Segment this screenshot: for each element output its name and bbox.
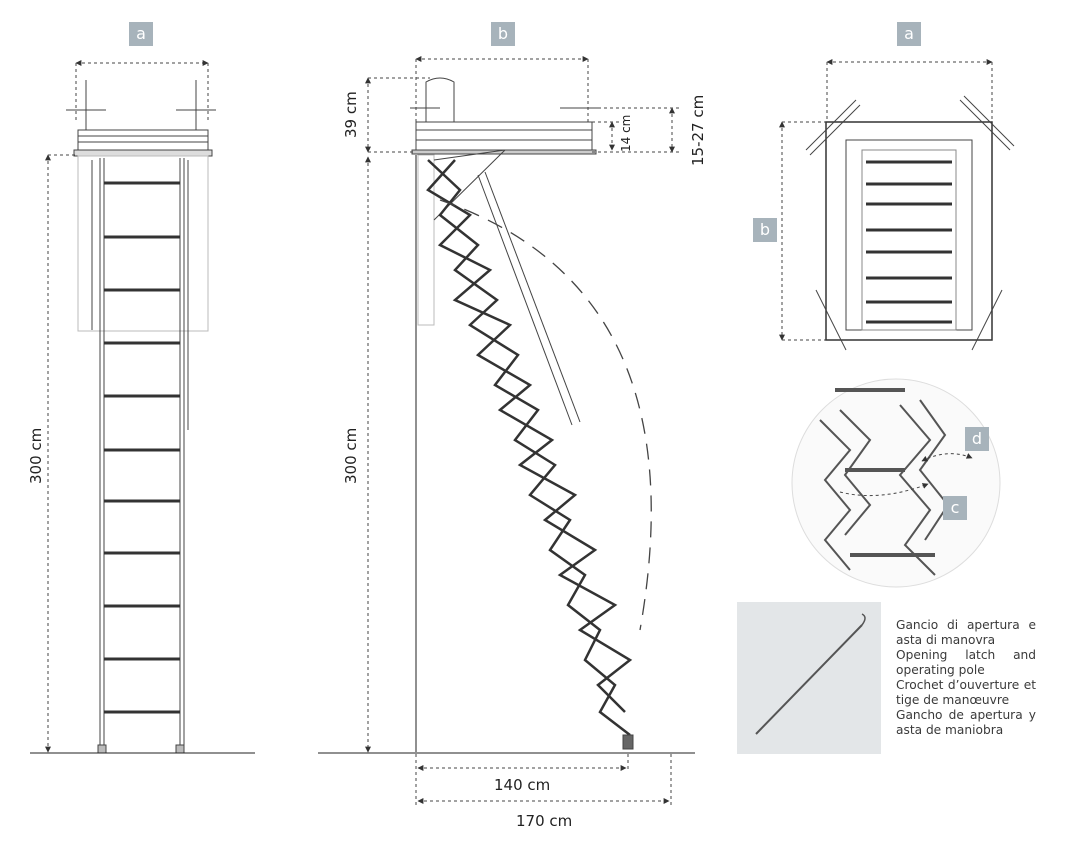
caption-es: Gancho de apertura y asta de maniobra [896,708,1036,737]
top-view [779,59,1015,351]
front-height-label: 300 cm [27,427,45,484]
pole-caption: Gancio di apertura e asta di manovra Ope… [896,618,1036,738]
floor-170-label: 170 cm [516,812,573,830]
caption-en: Opening latch and operating pole [896,648,1036,677]
side-height-label: 300 cm [342,427,360,484]
caption-it: Gancio di apertura e asta di manovra [896,618,1036,647]
frame-thickness-label: 14 cm [619,114,633,152]
top-width-tag: a [897,22,921,46]
ceiling-thickness-label: 15-27 cm [689,94,707,166]
side-view [318,56,695,806]
front-width-tag: a [129,22,153,46]
side-width-tag: b [491,22,515,46]
top-depth-tag: b [753,218,777,242]
detail-d-tag: d [965,427,989,451]
detail-c-tag: c [943,496,967,520]
floor-140-label: 140 cm [494,776,551,794]
front-view [30,60,255,754]
caption-fr: Crochet d’ouverture et tige de manœuvre [896,678,1036,707]
hinge-detail [791,378,1001,588]
operating-pole [737,602,881,754]
side-top-height-label: 39 cm [342,91,360,138]
